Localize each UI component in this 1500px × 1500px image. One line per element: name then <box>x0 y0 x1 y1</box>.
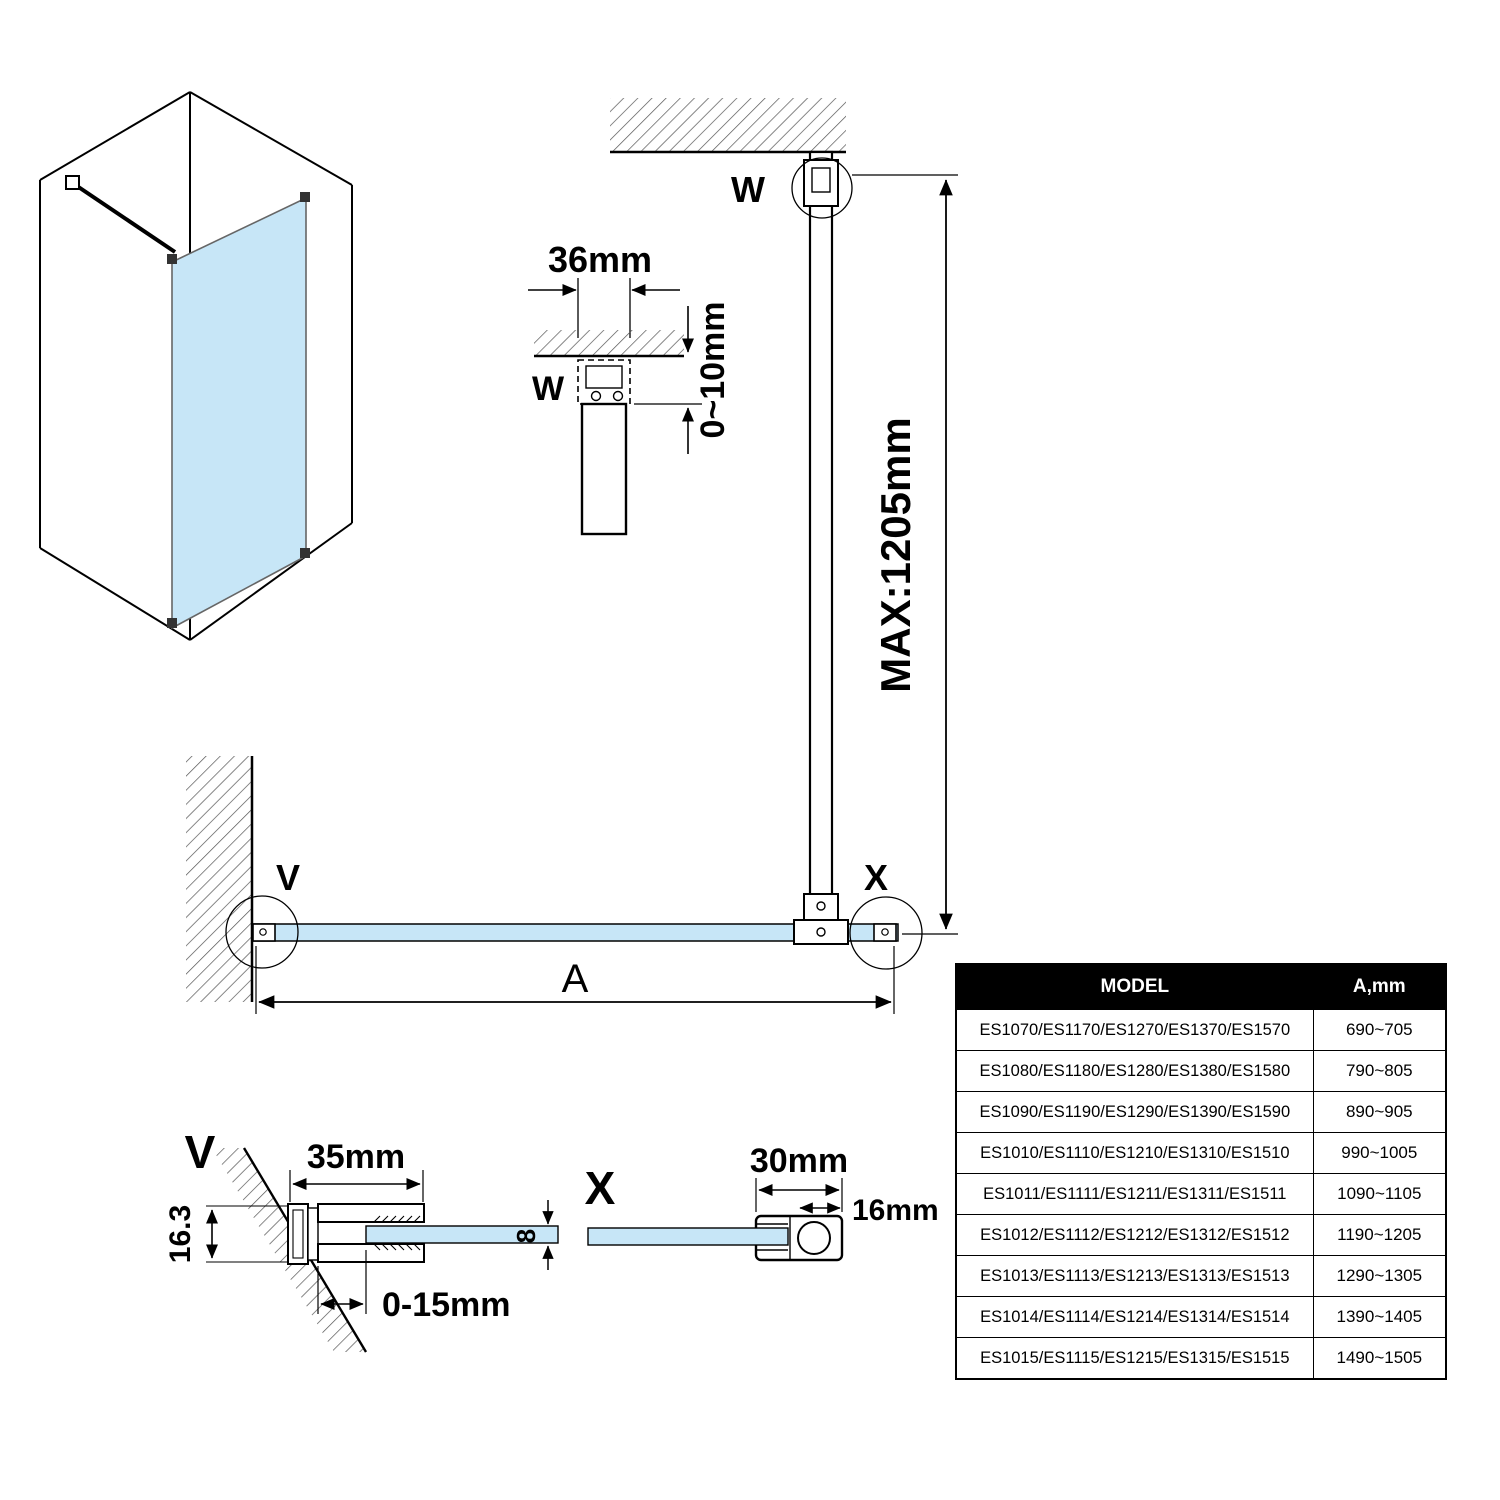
wall-hatch <box>186 756 252 1002</box>
dim-30mm-label: 30mm <box>750 1142 848 1180</box>
support-bar-section <box>580 402 628 536</box>
wall-edge <box>189 522 353 641</box>
support-bar <box>808 150 834 926</box>
a-cell: 1290~1305 <box>1312 1255 1447 1297</box>
ceiling-bracket-inner <box>811 167 831 193</box>
glass-panel <box>251 923 899 942</box>
screw <box>612 390 624 402</box>
a-cell: 1190~1205 <box>1312 1214 1447 1256</box>
model-cell: ES1011/ES1111/ES1211/ES1311/ES1511 <box>955 1173 1314 1215</box>
glass-panel-isometric <box>171 196 307 630</box>
glass-clamp <box>793 919 849 945</box>
model-cell: ES1014/ES1114/ES1214/ES1314/ES1514 <box>955 1296 1314 1338</box>
a-cell: 690~705 <box>1312 1009 1447 1051</box>
end-fitting <box>873 923 897 942</box>
support-bar-elevation: W MAX:1205mm <box>610 98 958 935</box>
model-cell: ES1010/ES1110/ES1210/ES1310/ES1510 <box>955 1132 1314 1174</box>
wall-edge <box>39 91 191 181</box>
wall-edge <box>189 91 353 186</box>
model-cell: ES1080/ES1180/ES1280/ES1380/ES1580 <box>955 1050 1314 1092</box>
screw <box>259 928 267 936</box>
serration <box>373 1215 421 1223</box>
dim-max-1205mm-label: MAX:1205mm <box>872 417 919 692</box>
ceiling-bracket <box>803 159 839 207</box>
glass-fitting <box>167 618 177 628</box>
model-cell: ES1015/ES1115/ES1215/ES1315/ES1515 <box>955 1337 1314 1380</box>
ceiling-hatch <box>610 98 846 152</box>
callout-v-label: V <box>276 857 300 898</box>
table-row: ES1014/ES1114/ES1214/ES1314/ES1514 1390~… <box>955 1296 1447 1338</box>
screw <box>590 390 602 402</box>
table-row: ES1080/ES1180/ES1280/ES1380/ES1580 790~8… <box>955 1050 1447 1092</box>
detail-x-callout-circle <box>849 896 923 970</box>
wall-profile-slot <box>292 1209 304 1259</box>
wall-fitting <box>252 923 276 942</box>
table-row: ES1070/ES1170/ES1270/ES1370/ES1570 690~7… <box>955 1009 1447 1051</box>
a-cell: 1390~1405 <box>1312 1296 1447 1338</box>
bracket-body <box>585 365 623 389</box>
table-row: ES1012/ES1112/ES1212/ES1312/ES1512 1190~… <box>955 1214 1447 1256</box>
spec-table: MODEL A,mm ES1070/ES1170/ES1270/ES1370/E… <box>955 963 1447 1380</box>
dim-36mm-label: 36mm <box>548 239 652 280</box>
glass-fitting <box>300 192 310 202</box>
model-cell: ES1013/ES1113/ES1213/ES1313/ES1513 <box>955 1255 1314 1297</box>
detail-x-label: X <box>585 1162 616 1214</box>
a-cell: 890~905 <box>1312 1091 1447 1133</box>
model-size-table: MODEL A,mm ES1070/ES1170/ES1270/ES1370/E… <box>955 963 1447 1380</box>
detail-v-wall-profile: V 16.3 35mm 0-15mm 8 <box>164 1126 559 1353</box>
detail-w-callout-circle <box>791 157 853 219</box>
detail-w-ceiling-bracket: 36mm W 0~10mm <box>528 239 732 536</box>
detail-w-label: W <box>532 370 565 408</box>
isometric-shower-view <box>39 91 353 641</box>
bar-cross-section <box>797 1221 831 1255</box>
table-header-model: MODEL <box>955 963 1314 1010</box>
table-row: ES1015/ES1115/ES1215/ES1315/ES1515 1490~… <box>955 1337 1447 1380</box>
table-header-a: A,mm <box>1312 963 1447 1010</box>
profile-telescopic-part <box>307 1207 319 1261</box>
model-cell: ES1090/ES1190/ES1290/ES1390/ES1590 <box>955 1091 1314 1133</box>
dim-16mm-label: 16mm <box>852 1194 939 1227</box>
profile-top-arm <box>317 1203 425 1223</box>
detail-v-callout-circle <box>225 895 299 969</box>
glass-section <box>587 1227 789 1246</box>
profile-bottom-arm <box>317 1243 425 1263</box>
detail-v-label: V <box>185 1126 216 1178</box>
dim-8-label: 8 <box>511 1229 541 1243</box>
wall-profile-plate <box>287 1203 309 1265</box>
glass-fitting <box>300 548 310 558</box>
glass-section <box>365 1225 559 1244</box>
detail-x-bar-clamp: X 30mm 16mm <box>585 1142 939 1262</box>
screw <box>816 927 826 937</box>
table-row: ES1090/ES1190/ES1290/ES1390/ES1590 890~9… <box>955 1091 1447 1133</box>
callout-x-label: X <box>864 857 888 898</box>
table-header-row: MODEL A,mm <box>955 963 1447 1010</box>
wall-edge <box>39 547 191 641</box>
dim-35mm-label: 35mm <box>307 1138 405 1176</box>
dim-0-10mm-label: 0~10mm <box>694 301 732 438</box>
a-cell: 990~1005 <box>1312 1132 1447 1174</box>
a-cell: 790~805 <box>1312 1050 1447 1092</box>
serration <box>373 1243 421 1251</box>
screw <box>816 901 826 911</box>
table-row: ES1013/ES1113/ES1213/ES1313/ES1513 1290~… <box>955 1255 1447 1297</box>
ceiling-hatch <box>534 330 684 356</box>
panel-plan-view: V X A <box>186 756 923 1014</box>
callout-w-label: W <box>731 169 765 210</box>
model-cell: ES1012/ES1112/ES1212/ES1312/ES1512 <box>955 1214 1314 1256</box>
table-row: ES1010/ES1110/ES1210/ES1310/ES1510 990~1… <box>955 1132 1447 1174</box>
model-cell: ES1070/ES1170/ES1270/ES1370/ES1570 <box>955 1009 1314 1051</box>
bar-wall-bracket <box>65 175 80 190</box>
dim-0-15mm-label: 0-15mm <box>382 1286 511 1324</box>
a-cell: 1090~1105 <box>1312 1173 1447 1215</box>
dim-16-3-label: 16.3 <box>164 1205 197 1263</box>
screw <box>881 928 889 936</box>
dim-a-label: A <box>562 957 589 1001</box>
a-cell: 1490~1505 <box>1312 1337 1447 1380</box>
glass-fitting <box>167 254 177 264</box>
table-row: ES1011/ES1111/ES1211/ES1311/ES1511 1090~… <box>955 1173 1447 1215</box>
support-bar-isometric <box>72 182 177 254</box>
